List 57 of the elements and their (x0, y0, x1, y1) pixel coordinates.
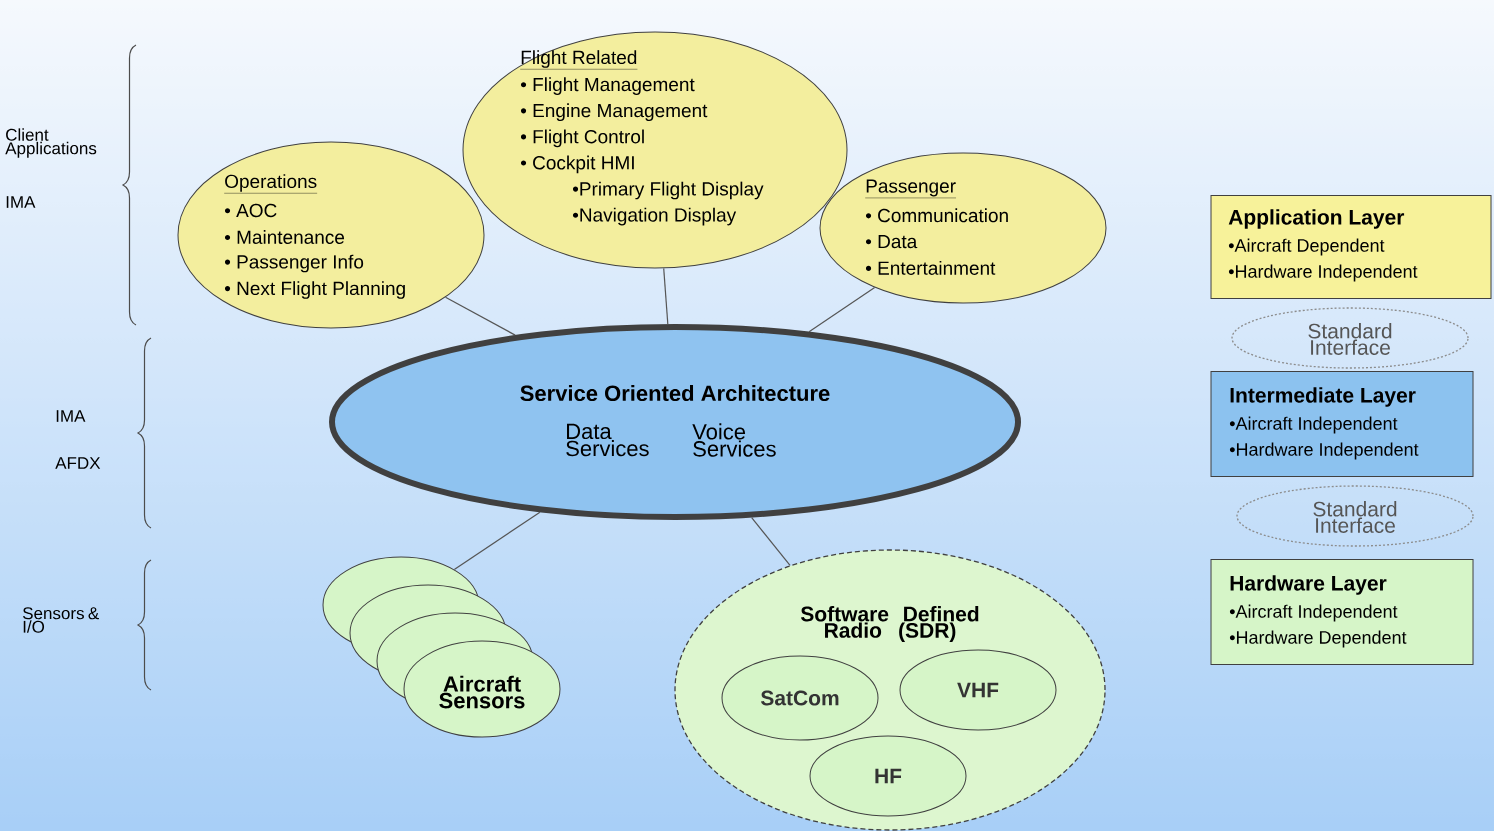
layer-box (1210, 371, 1474, 477)
service-text: Data Services (566, 423, 649, 457)
heading: Passenger (865, 179, 957, 199)
bullet-item: • Passenger Info (224, 254, 364, 273)
bullet-item: • Entertainment (865, 260, 996, 275)
side-label: IMA (6, 196, 36, 208)
sensor-stack-drawing (322, 556, 561, 738)
bullet-item: • Flight Control (520, 129, 644, 148)
connector-line (663, 267, 669, 325)
side-label: IMA (56, 410, 86, 422)
bullet-item: • Engine Management (520, 103, 708, 122)
interface-text: Standard Interface (1308, 323, 1392, 355)
heading: Intermediate Layer (1230, 387, 1416, 407)
bullet-item: • Next Flight Planning (224, 281, 405, 299)
architecture-ellipse (329, 324, 1021, 520)
bullet-item: • AOC (224, 203, 277, 218)
heading: Operations (224, 174, 318, 194)
interface-ellipse (1236, 485, 1474, 547)
bullet-item: •Hardware Independent (1229, 442, 1419, 460)
interface-text: Standard Interface (1313, 501, 1397, 533)
interface-ellipse (1231, 307, 1469, 369)
bullet-item: • Cockpit HMI (520, 155, 634, 174)
bullet-item: •Primary Flight Display (572, 181, 764, 200)
heading: Service Oriented Architecture (520, 384, 830, 402)
bullet-item: •Hardware Dependent (1229, 630, 1407, 648)
radio-ellipse (721, 655, 879, 741)
ellipse-bubble (462, 31, 848, 269)
bullet-item: •Navigation Display (572, 207, 737, 226)
heading: Software Defined Radio (SDR) (800, 606, 979, 642)
radio-ellipse (809, 735, 967, 817)
connector-line (808, 286, 876, 333)
bullet-item: •Aircraft Independent (1229, 604, 1398, 622)
bullet-item: •Hardware Independent (1228, 264, 1418, 282)
side-label: AFDX (55, 457, 101, 469)
service-text: Voice Services (692, 423, 776, 457)
layer-box (1210, 559, 1474, 665)
bullet-item: • Communication (865, 208, 1008, 223)
layer-box (1210, 195, 1492, 299)
ellipse-bubble (177, 141, 485, 329)
node-text: HF (875, 768, 902, 784)
connector-line (751, 516, 791, 566)
node-text: SatCom (760, 690, 839, 706)
radio-ellipse (899, 649, 1057, 731)
bullet-item: • Data (865, 235, 918, 249)
bullet-item: •Aircraft Dependent (1228, 238, 1385, 256)
bullet-item: • Maintenance (224, 230, 345, 244)
bullet-item: •Aircraft Independent (1229, 416, 1398, 434)
node-text: Aircraft Sensors (439, 675, 525, 709)
bullet-item: • Flight Management (520, 77, 695, 95)
side-label: Sensors & I/O (22, 607, 99, 633)
heading: Hardware Layer (1230, 575, 1387, 595)
ellipse-bubble (819, 152, 1107, 304)
side-label: Client Applications (5, 128, 97, 158)
node-text: VHF (957, 682, 999, 698)
connector-line (453, 511, 541, 570)
heading: Application Layer (1228, 209, 1405, 229)
connector-line (444, 296, 516, 336)
